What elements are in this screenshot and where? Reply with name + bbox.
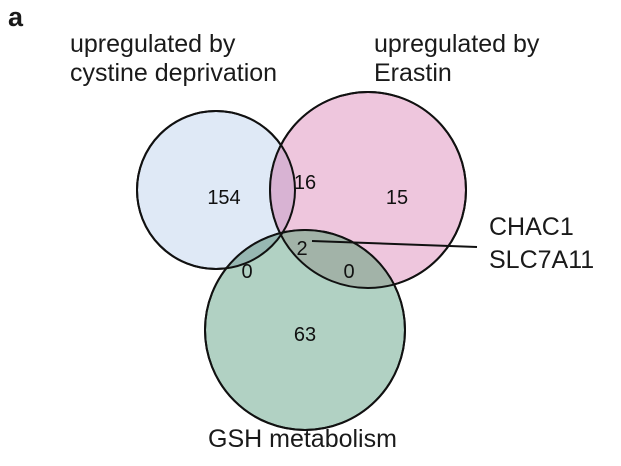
count-c-only: 63 (294, 324, 316, 346)
count-b-c: 0 (343, 261, 354, 283)
count-a-b-c: 2 (296, 238, 307, 260)
set-a-label-line1: upregulated by (70, 30, 236, 58)
set-c-label: GSH metabolism (208, 425, 397, 453)
set-a-label: upregulated by cystine deprivation (70, 30, 277, 88)
callout-line (311, 240, 478, 248)
count-a-only: 154 (207, 187, 240, 209)
callout-gene: SLC7A11 (489, 245, 595, 274)
set-b-label-line1: upregulated by (374, 30, 540, 58)
set-b-label: upregulated by Erastin (374, 30, 539, 88)
set-b-label-line2: Erastin (374, 58, 452, 87)
callout-gene: CHAC1 (489, 213, 574, 241)
count-a-c: 0 (241, 261, 252, 283)
callout-gene-list: CHAC1 SLC7A11 (489, 211, 594, 276)
overlap-b-c (270, 230, 405, 288)
count-b-only: 15 (386, 187, 408, 209)
count-a-b: 16 (294, 172, 316, 194)
set-a-label-line2: cystine deprivation (70, 58, 278, 87)
panel-label: a (8, 2, 24, 32)
